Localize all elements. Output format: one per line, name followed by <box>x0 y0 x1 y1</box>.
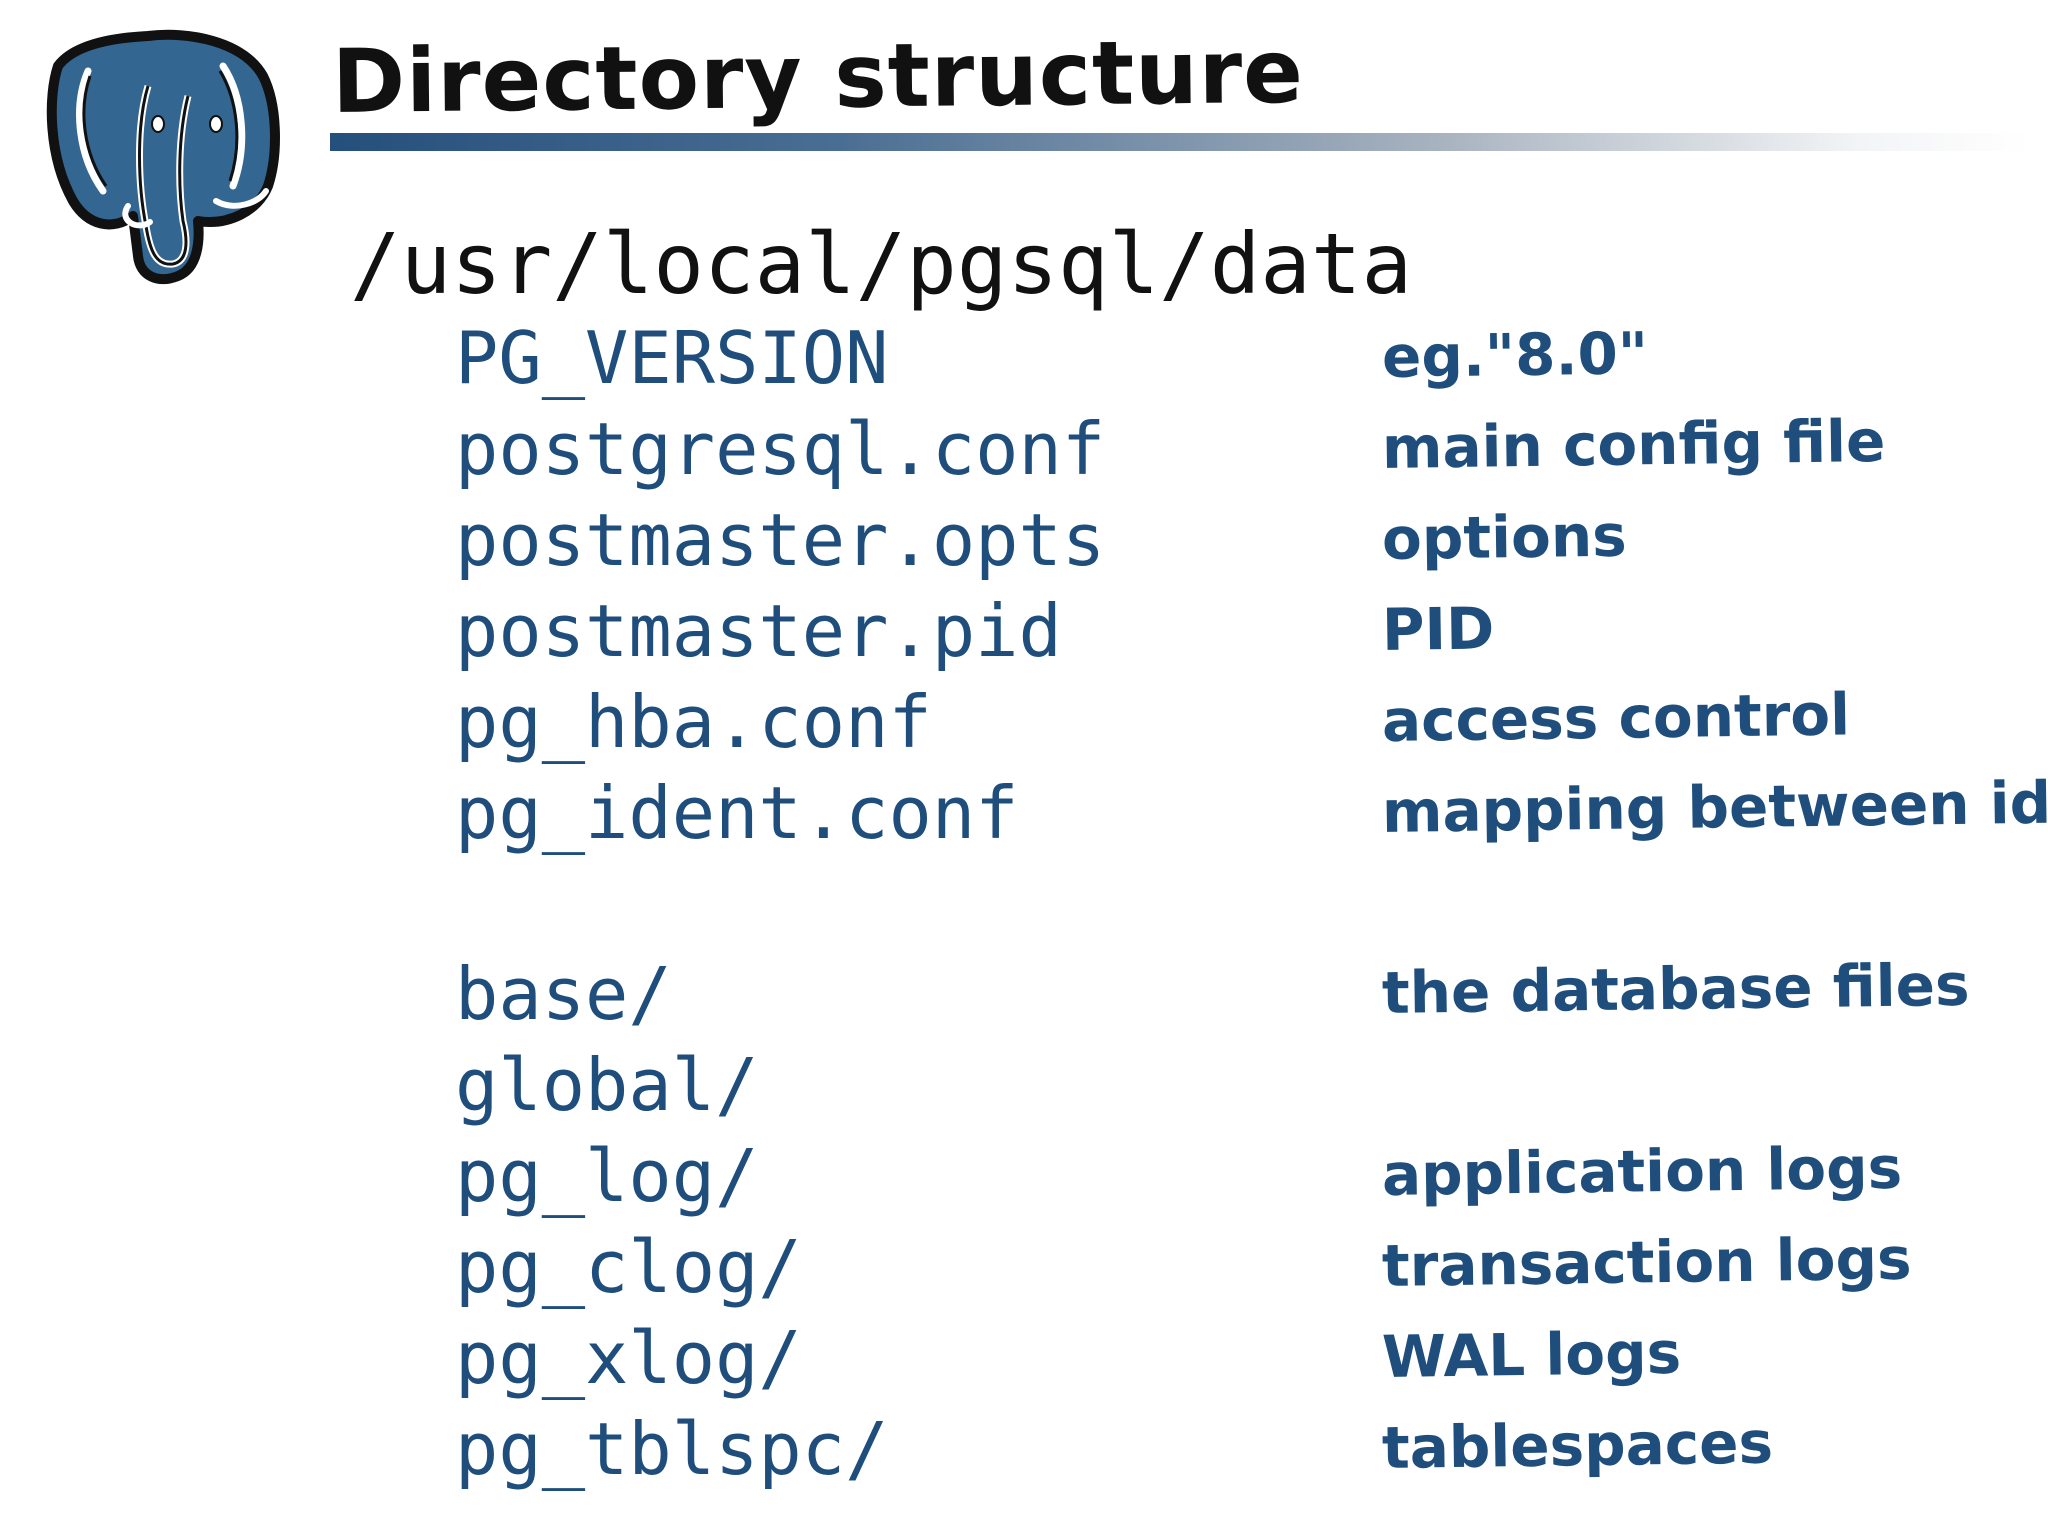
entry-name: pg_xlog/ <box>455 1316 802 1400</box>
list-item: postmaster.pid PID <box>0 589 2048 685</box>
list-item: pg_hba.conf access control <box>0 680 2048 776</box>
entry-description: the database files <box>1381 950 1970 1027</box>
data-directory-path: /usr/local/pgsql/data <box>350 215 1413 313</box>
entry-name: postmaster.opts <box>455 498 1106 582</box>
entry-name: postmaster.pid <box>455 589 1062 673</box>
entry-description: WAL logs <box>1381 1318 1682 1391</box>
entry-description: PID <box>1381 594 1495 664</box>
entry-description: options <box>1381 501 1628 573</box>
list-item: base/ the database files <box>0 950 2048 1048</box>
entry-description: application logs <box>1381 1133 1903 1209</box>
slide-title: Directory structure <box>331 19 1305 133</box>
entry-description: main config file <box>1381 406 1886 482</box>
list-item: pg_clog/ transaction logs <box>0 1224 2048 1321</box>
entry-name: postgresql.conf <box>455 407 1106 491</box>
entry-name: pg_log/ <box>455 1134 759 1218</box>
list-item: pg_ident.conf mapping between identies <box>0 766 2048 867</box>
entry-name: pg_ident.conf <box>455 771 1019 855</box>
entry-description: access control <box>1381 680 1851 755</box>
list-item: postmaster.opts options <box>0 498 2048 594</box>
list-item: pg_log/ application logs <box>0 1133 2048 1230</box>
entry-name: pg_tblspc/ <box>455 1407 889 1491</box>
title-underline <box>330 133 2030 151</box>
entry-description: transaction logs <box>1381 1224 1912 1300</box>
postgresql-elephant-icon <box>46 29 280 285</box>
entry-name: pg_hba.conf <box>455 680 932 764</box>
list-item: PG_VERSION eg."8.0" <box>0 316 2048 412</box>
entry-name: PG_VERSION <box>455 316 889 400</box>
entry-name: global/ <box>455 1043 759 1127</box>
entry-name: pg_clog/ <box>455 1225 802 1309</box>
entry-description: tablespaces <box>1381 1408 1774 1482</box>
list-item: global/ <box>0 1049 2048 1139</box>
entry-description: eg."8.0" <box>1381 319 1649 391</box>
list-item: pg_xlog/ WAL logs <box>0 1316 2048 1412</box>
entry-description: mapping between identies <box>1381 765 2048 846</box>
entry-name: base/ <box>455 952 672 1036</box>
list-item: postgresql.conf main config file <box>0 406 2048 503</box>
list-item: pg_tblspc/ tablespaces <box>0 1407 2048 1503</box>
